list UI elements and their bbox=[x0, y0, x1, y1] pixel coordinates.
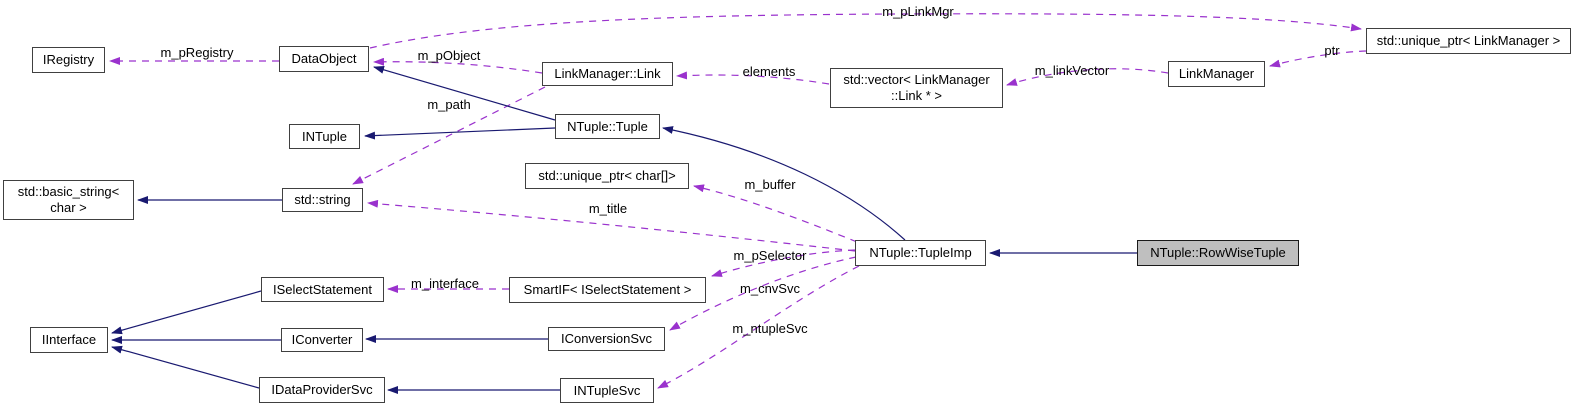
node-vector-linkmanager-link[interactable]: std::vector< LinkManager ::Link * > bbox=[830, 68, 1003, 108]
node-linkmanager[interactable]: LinkManager bbox=[1168, 61, 1265, 87]
edge-label-m-interface: m_interface bbox=[411, 276, 479, 291]
edge-elements bbox=[676, 71, 830, 85]
edge-label-m-cnvsvc: m_cnvSvc bbox=[740, 281, 800, 296]
edge-label-m-plinkmgr: m_pLinkMgr bbox=[882, 4, 954, 19]
edge-iselectstatement-iinterface bbox=[111, 290, 262, 335]
edge-label-m-pregistry: m_pRegistry bbox=[160, 45, 234, 60]
node-ntuple-rowwisetuple: NTuple::RowWiseTuple bbox=[1137, 240, 1299, 266]
node-basic-string[interactable]: std::basic_string< char > bbox=[3, 180, 134, 220]
node-iconversionsvc[interactable]: IConversionSvc bbox=[548, 327, 665, 351]
node-linkmanager-link[interactable]: LinkManager::Link bbox=[542, 62, 673, 86]
edge-label-m-pselector: m_pSelector bbox=[733, 248, 807, 263]
edge-m-title bbox=[367, 199, 856, 252]
edge-m-path bbox=[352, 86, 546, 185]
edge-m-buffer bbox=[693, 184, 858, 243]
edge-m-plinkmgr bbox=[369, 13, 1362, 49]
node-iinterface[interactable]: IInterface bbox=[30, 327, 108, 353]
node-iselectstatement[interactable]: ISelectStatement bbox=[261, 277, 384, 302]
edge-label-m-path: m_path bbox=[427, 97, 471, 112]
edge-tuple-dataobject bbox=[373, 65, 556, 121]
edge-label-m-title: m_title bbox=[588, 201, 628, 216]
node-dataobject[interactable]: DataObject bbox=[279, 46, 369, 72]
edge-m-ntuplesvc bbox=[657, 265, 860, 389]
node-iregistry[interactable]: IRegistry bbox=[32, 47, 105, 73]
node-idataprovidersvc[interactable]: IDataProviderSvc bbox=[259, 377, 385, 403]
edge-label-m-pobject: m_pObject bbox=[417, 48, 481, 63]
node-intuple[interactable]: INTuple bbox=[289, 124, 360, 149]
edge-label-ptr: ptr bbox=[1324, 43, 1340, 58]
edge-label-m-linkvector: m_linkVector bbox=[1034, 63, 1110, 78]
node-intuplesvc[interactable]: INTupleSvc bbox=[560, 378, 654, 403]
edge-ptr bbox=[1269, 50, 1367, 68]
node-ntuple-tuple[interactable]: NTuple::Tuple bbox=[555, 114, 660, 139]
edge-label-m-buffer: m_buffer bbox=[744, 177, 796, 192]
edge-tupleimp-tuple bbox=[662, 126, 906, 241]
node-std-string[interactable]: std::string bbox=[282, 188, 363, 212]
edge-label-elements: elements bbox=[742, 64, 796, 79]
edge-m-linkvector bbox=[1006, 68, 1169, 86]
edge-idataprovidersvc-iinterface bbox=[111, 345, 260, 389]
node-smartif-iselectstatement[interactable]: SmartIF< ISelectStatement > bbox=[509, 277, 706, 303]
node-ntuple-tupleimp[interactable]: NTuple::TupleImp bbox=[855, 240, 986, 266]
node-iconverter[interactable]: IConverter bbox=[281, 328, 363, 352]
node-unique-ptr-linkmanager[interactable]: std::unique_ptr< LinkManager > bbox=[1366, 28, 1571, 54]
edge-m-pselector bbox=[711, 249, 856, 277]
node-unique-ptr-char[interactable]: std::unique_ptr< char[]> bbox=[525, 163, 689, 189]
edge-tuple-intuple bbox=[364, 127, 556, 140]
edge-m-pobject bbox=[373, 57, 543, 74]
edge-m-cnvsvc bbox=[669, 256, 857, 331]
edge-label-m-ntuplesvc: m_ntupleSvc bbox=[732, 321, 808, 336]
